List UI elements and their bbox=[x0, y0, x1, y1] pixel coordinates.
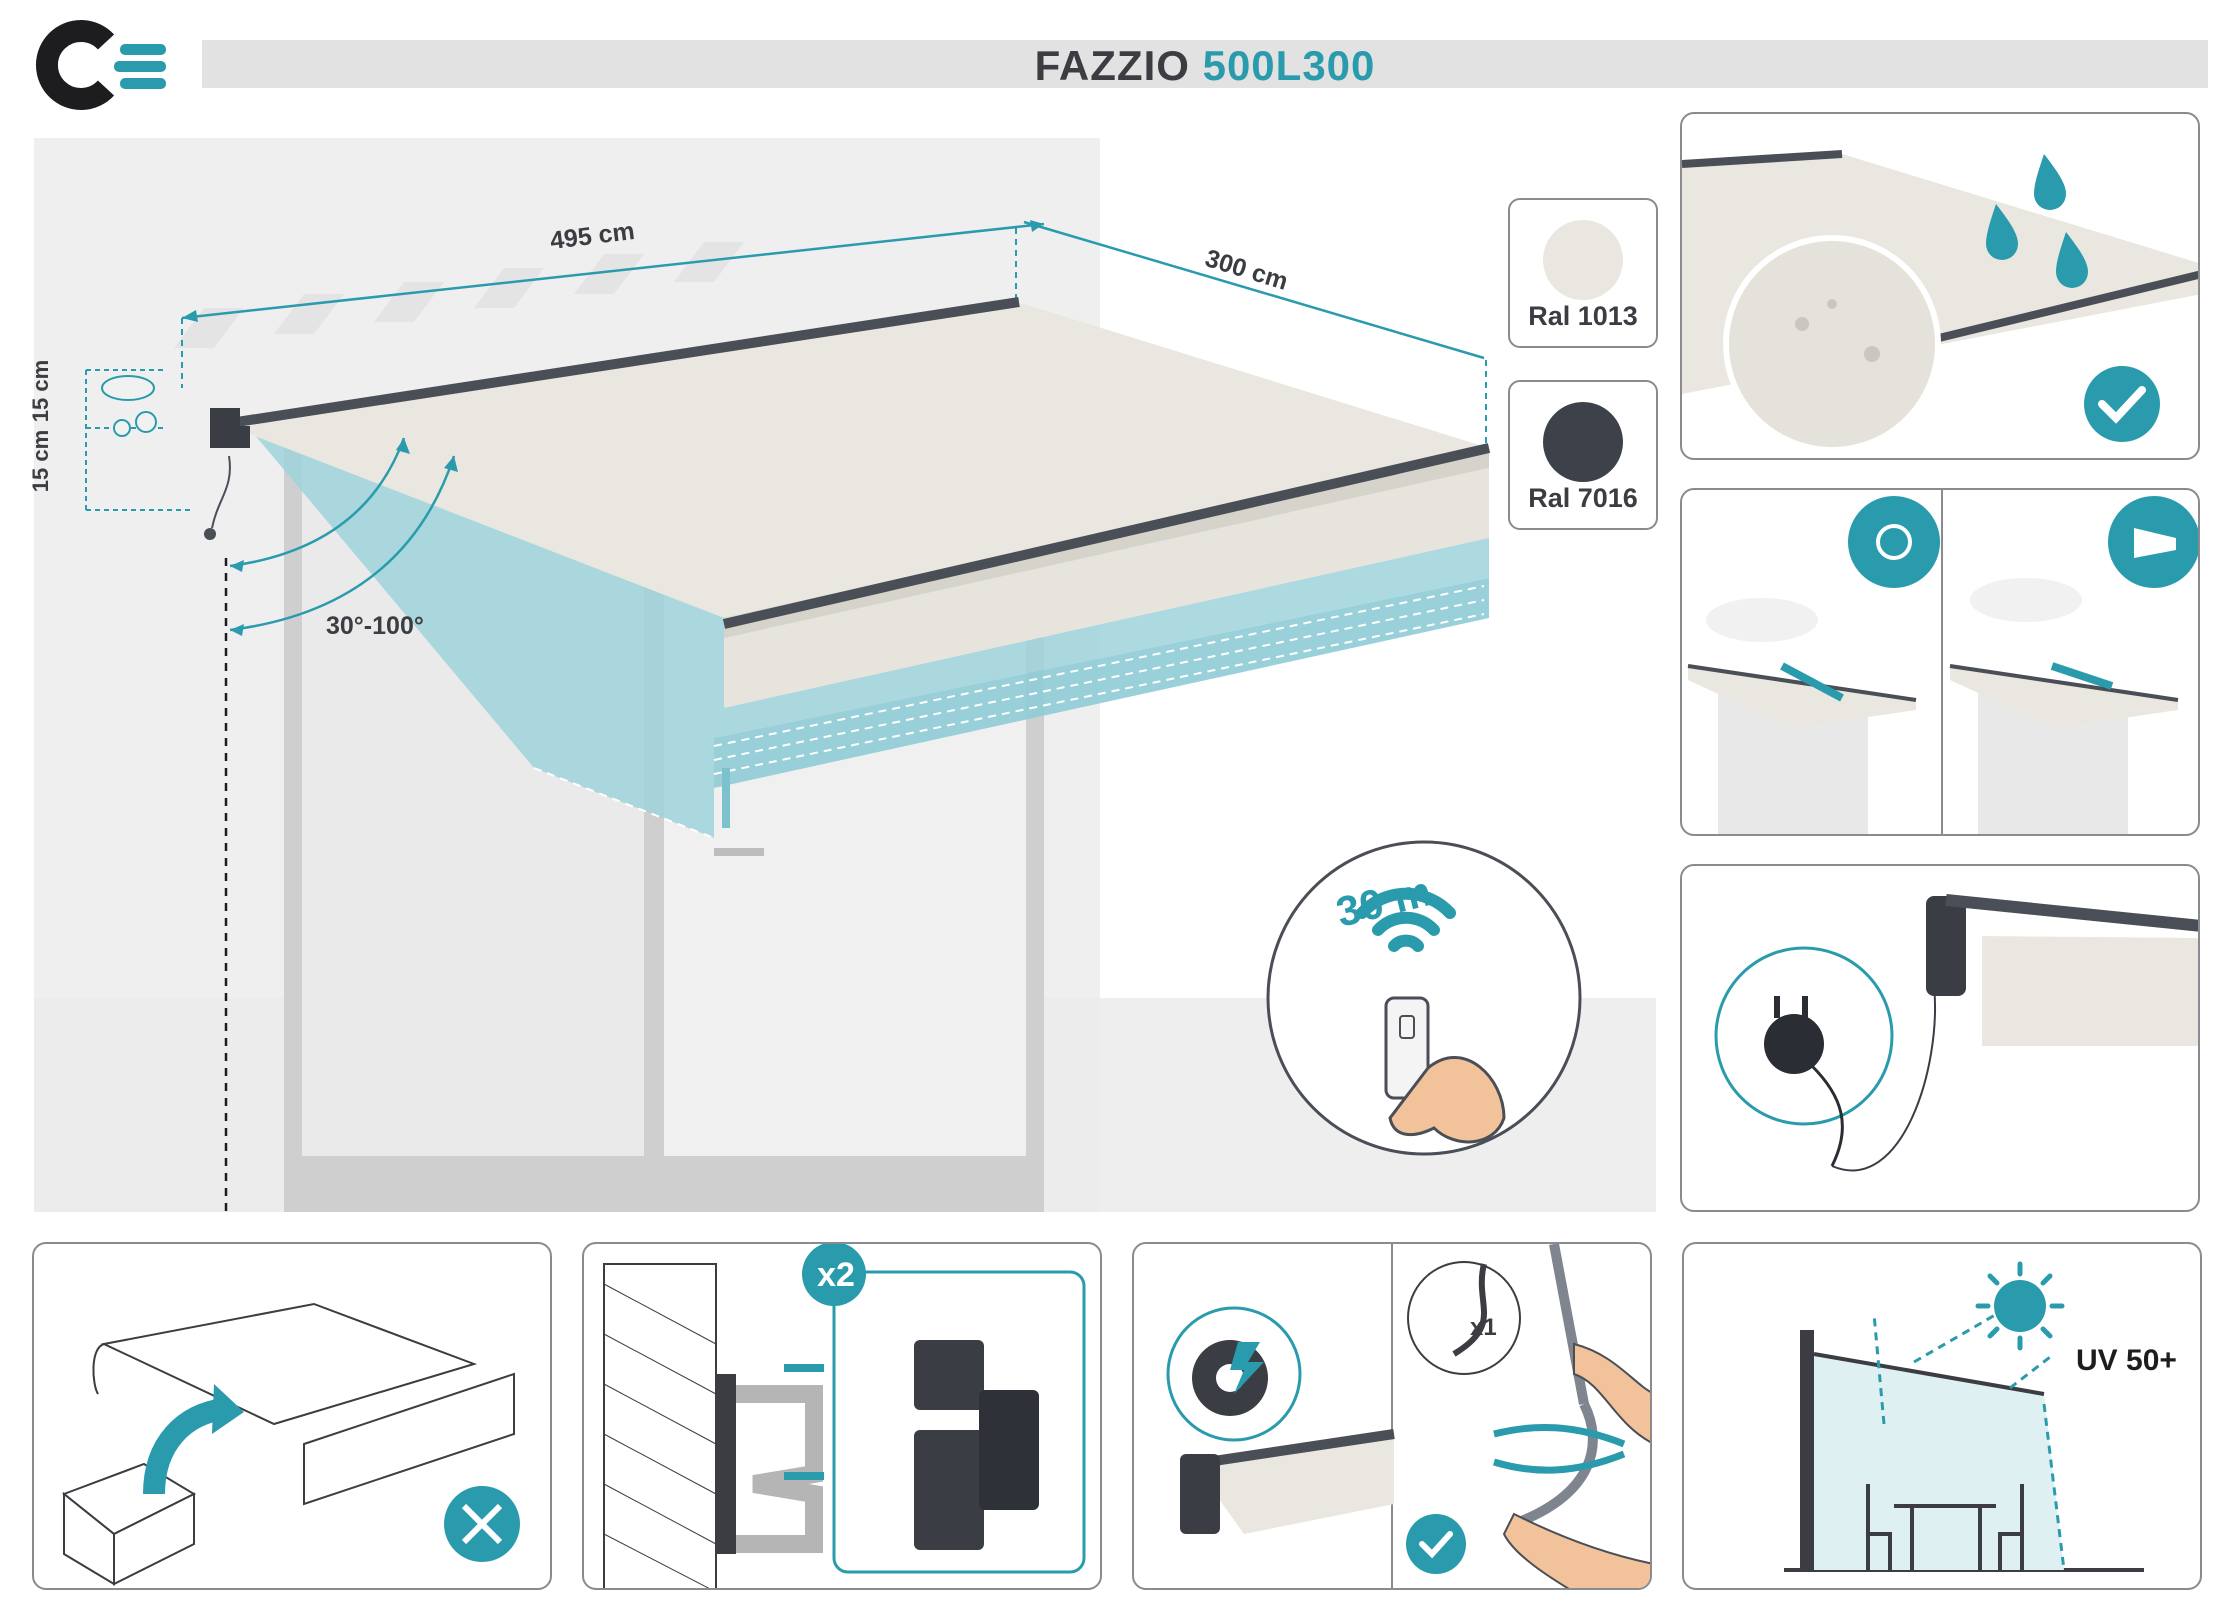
panel-sensors bbox=[1680, 488, 2200, 836]
panel-waterproof bbox=[1680, 112, 2200, 460]
title-bar: FAZZIO 500L300 bbox=[202, 40, 2208, 90]
motor-gear-icon bbox=[1192, 1340, 1268, 1416]
uv-rating-label: UV 50+ bbox=[2076, 1344, 2177, 1377]
crank-quantity: x1 bbox=[1470, 1314, 1497, 1341]
brand-logo bbox=[28, 20, 178, 110]
panel-brackets: x2 bbox=[582, 1242, 1102, 1590]
water-drops-icon bbox=[1986, 154, 2088, 288]
panel-power-plug bbox=[1680, 864, 2200, 1212]
color-swatch-1013: Ral 1013 bbox=[1508, 198, 1658, 348]
swatch-label: Ral 1013 bbox=[1528, 301, 1638, 331]
title-main: FAZZIO bbox=[1034, 42, 1190, 89]
swatch-dot bbox=[1543, 402, 1623, 482]
brand-logo-icon bbox=[35, 20, 166, 110]
title-model: 500L300 bbox=[1202, 42, 1376, 89]
wind-sensor-icon bbox=[2108, 496, 2198, 588]
swatch-label: Ral 7016 bbox=[1528, 483, 1638, 513]
tools-icon bbox=[444, 1486, 520, 1562]
swatch-dot bbox=[1543, 220, 1623, 300]
sensor-illustration bbox=[101, 375, 157, 437]
bracket-quantity: x2 bbox=[817, 1256, 855, 1294]
panel-assembly bbox=[32, 1242, 552, 1590]
sun-sensor-icon bbox=[1848, 496, 1940, 588]
remote-icon bbox=[1356, 887, 1506, 1144]
angle-label: 30°-100° bbox=[326, 612, 424, 640]
panel-manual-crank: x1 bbox=[1132, 1242, 1652, 1590]
color-swatch-7016: Ral 7016 bbox=[1508, 380, 1658, 530]
panel-uv-protection: UV 50+ bbox=[1682, 1242, 2202, 1590]
page-title: FAZZIO 500L300 bbox=[202, 42, 2208, 90]
bracket-height-1: 15 cm bbox=[28, 359, 54, 423]
bracket-height-2: 15 cm bbox=[28, 429, 54, 493]
check-icon bbox=[2084, 366, 2160, 442]
sun-icon bbox=[1975, 1261, 2065, 1351]
plug-icon bbox=[1764, 996, 1844, 1167]
main-illustration: 495 cm 300 cm 30°-100° 15 cm 15 cm 30 m bbox=[28, 138, 1656, 1212]
